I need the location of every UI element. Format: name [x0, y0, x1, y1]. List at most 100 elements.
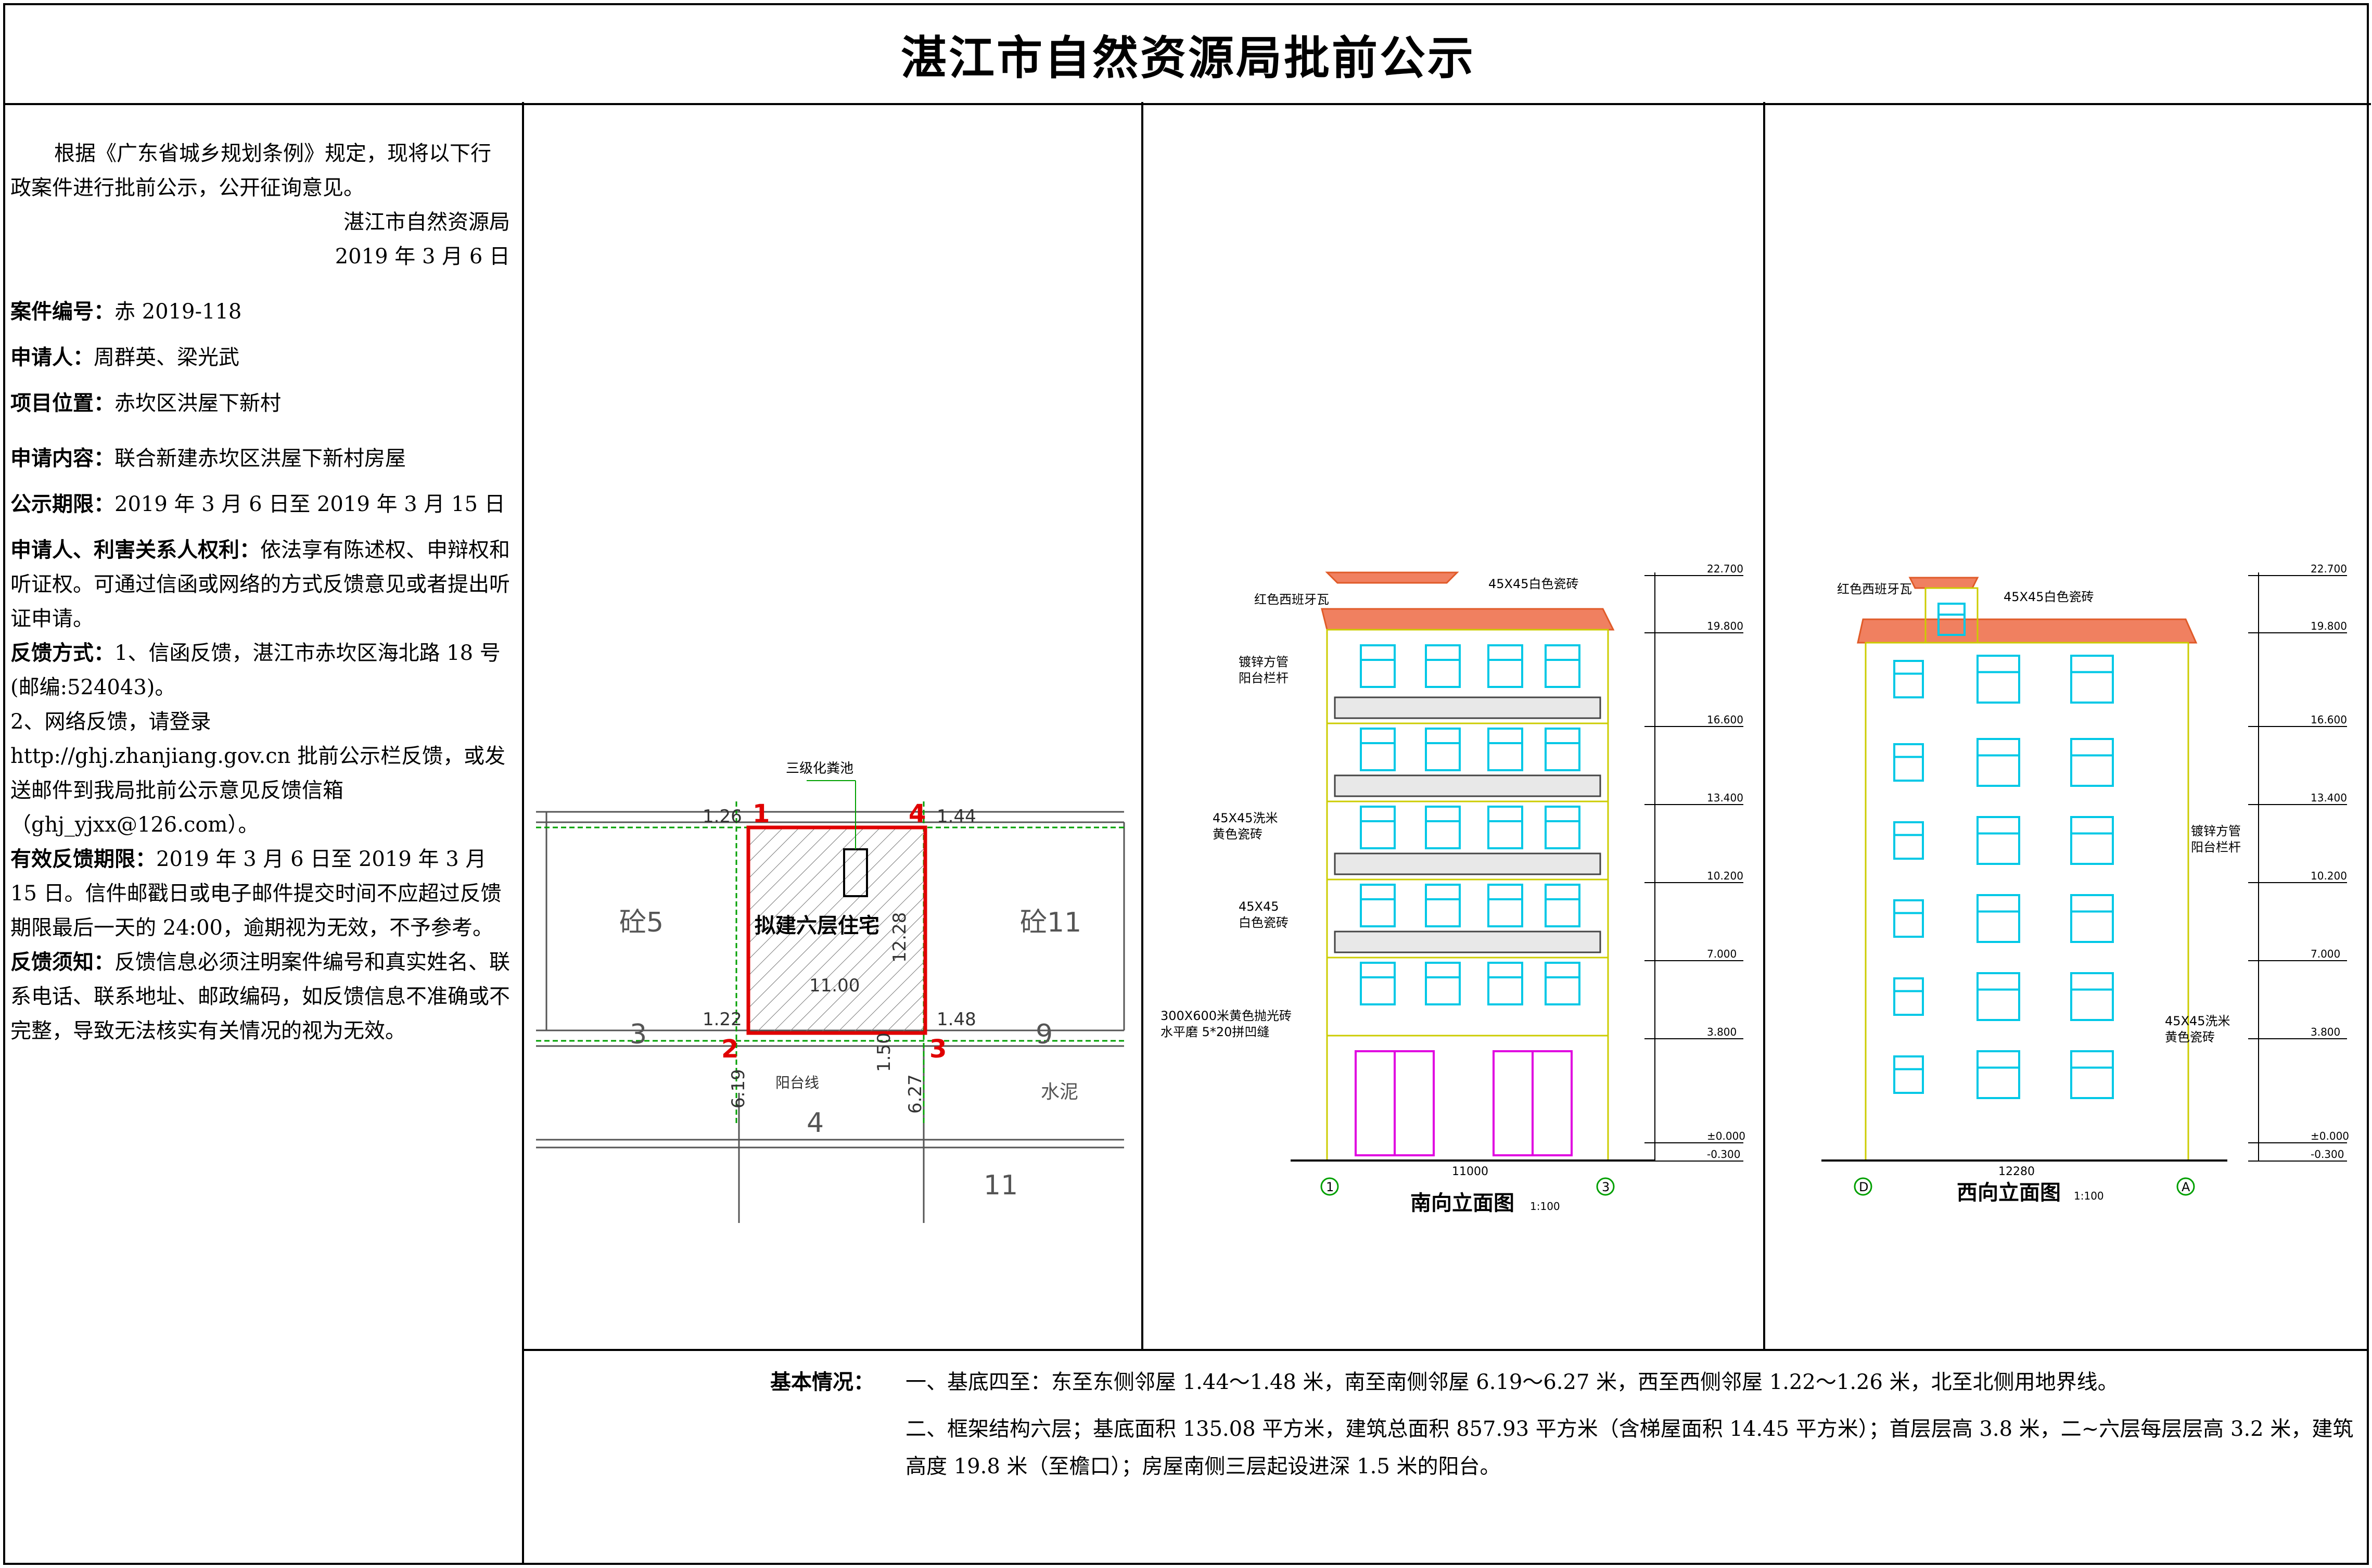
- basic-line-1: 一、基底四至：东至东侧邻屋 1.44～1.48 米，南至南侧邻屋 6.19～6.…: [906, 1370, 2119, 1394]
- west-window: [1893, 899, 1924, 938]
- south-window: [1425, 962, 1461, 1005]
- level-marker: 3.800: [2311, 1026, 2340, 1038]
- level-marker: -0.300: [1707, 1148, 1740, 1161]
- basic-line-2: 二、框架结构六层；基底面积 135.08 平方米，建筑总面积 857.93 平方…: [906, 1417, 2354, 1478]
- intro-text: 根据《广东省城乡规划条例》规定，现将以下行政案件进行批前公示，公开征询意见。: [10, 142, 491, 200]
- dim-bottom-left: 1.22: [703, 1009, 742, 1030]
- west-window: [2070, 1050, 2114, 1099]
- south-window: [1487, 644, 1523, 688]
- west-window: [1937, 603, 1966, 636]
- west-window: [1893, 977, 1924, 1016]
- level-marker: 16.600: [2311, 713, 2347, 726]
- south-label-yellow: 45X45洗米黄色瓷砖: [1213, 811, 1278, 842]
- dim-south-left: 6.19: [728, 1069, 749, 1108]
- level-marker: 13.400: [2311, 792, 2347, 804]
- applicant: 申请人：周群英、梁光武: [10, 345, 239, 369]
- west-label-yellow: 45X45洗米黄色瓷砖: [2165, 1014, 2230, 1044]
- west-axis-right: A: [2182, 1180, 2190, 1194]
- south-window: [1360, 962, 1396, 1005]
- south-label-tile-red: 红色西班牙瓦: [1254, 592, 1329, 607]
- feedback-2: 2、网络反馈，请登录: [10, 710, 211, 734]
- south-window: [1545, 806, 1580, 849]
- level-marker: ±0.000: [2311, 1130, 2349, 1142]
- south-window: [1425, 728, 1461, 771]
- notice-frame: 湛江市自然资源局批前公示: [3, 3, 2371, 1565]
- south-axis-right: 3: [1602, 1180, 1610, 1194]
- south-axis-left: 1: [1326, 1180, 1334, 1194]
- notice-text: 根据《广东省城乡规划条例》规定，现将以下行政案件进行批前公示，公开征询意见。 湛…: [10, 136, 510, 1048]
- south-window: [1545, 884, 1580, 927]
- west-window: [1976, 655, 2020, 704]
- level-marker: 10.200: [1707, 870, 1743, 882]
- location: 项目位置：赤坎区洪屋下新村: [10, 391, 281, 415]
- south-window: [1545, 962, 1580, 1005]
- case-number: 案件编号：赤 2019-118: [10, 299, 242, 324]
- west-window: [1976, 816, 2020, 865]
- divider-left: [522, 102, 524, 1565]
- west-window: [2070, 655, 2114, 704]
- south-window: [1487, 962, 1523, 1005]
- plot-4: 4: [807, 1107, 824, 1139]
- divider-bottom: [522, 1349, 2367, 1351]
- building-label: 拟建六层住宅: [755, 914, 879, 938]
- west-window: [2070, 816, 2114, 865]
- west-elevation: 12280 D A 西向立面图 1:100 红色西班牙瓦 45X45白色瓷砖 镀…: [1821, 563, 2349, 1205]
- west-window: [2070, 972, 2114, 1021]
- west-scale: 1:100: [2074, 1190, 2104, 1202]
- content: 申请内容：联合新建赤坎区洪屋下新村房屋: [10, 446, 406, 470]
- south-elevation: 11000 1 3 南向立面图 1:100 红色西班牙瓦 45X45白色瓷砖 镀…: [1161, 563, 1745, 1215]
- corner-2: 2: [721, 1035, 738, 1064]
- basic-label: 基本情况：: [770, 1370, 874, 1394]
- west-label-tile-red: 红色西班牙瓦: [1837, 582, 1912, 596]
- west-window: [1976, 738, 2020, 787]
- west-window: [1893, 660, 1924, 698]
- west-window: [1893, 1055, 1924, 1094]
- balcony-label: 阳台线: [775, 1074, 819, 1091]
- deadline: 有效反馈期限：2019 年 3 月 6 日至 2019 年 3 月 15 日。信…: [10, 847, 502, 940]
- divider-right: [1763, 102, 1765, 1350]
- dim-balcony: 1.50: [874, 1032, 895, 1072]
- feedback-url: http://ghj.zhanjiang.gov.cn 批前公示栏反馈，或发送邮…: [10, 744, 506, 837]
- corner-4: 4: [909, 799, 926, 828]
- south-window: [1425, 806, 1461, 849]
- corner-3: 3: [929, 1035, 947, 1064]
- cement-label: 水泥: [1041, 1081, 1078, 1103]
- west-axis-left: D: [1859, 1180, 1868, 1194]
- west-window: [1976, 1050, 2020, 1099]
- west-window: [1976, 972, 2020, 1021]
- south-width-dim: 11000: [1452, 1165, 1488, 1178]
- level-marker: -0.300: [2311, 1148, 2344, 1161]
- west-title: 西向立面图: [1957, 1181, 2061, 1205]
- level-marker: 19.800: [1707, 620, 1743, 632]
- south-window: [1360, 806, 1396, 849]
- level-marker: 7.000: [1707, 948, 1737, 960]
- level-marker: 22.700: [2311, 563, 2347, 575]
- west-window: [1893, 821, 1924, 860]
- level-marker: 22.700: [1707, 563, 1743, 575]
- dim-bottom-right: 1.48: [937, 1009, 976, 1030]
- septic-label: 三级化粪池: [786, 761, 853, 776]
- south-scale: 1:100: [1530, 1200, 1560, 1213]
- south-label-railing: 镀锌方管阳台栏杆: [1239, 655, 1289, 685]
- level-marker: 10.200: [2311, 870, 2347, 882]
- south-window: [1425, 884, 1461, 927]
- site-plan: 三级化粪池 拟建六层住宅 11.00 12.28 1 4 2 3 1.26 1.…: [536, 761, 1125, 1223]
- south-window: [1360, 884, 1396, 927]
- divider-mid: [1141, 102, 1143, 1350]
- dim-top-left: 1.26: [703, 806, 742, 827]
- level-marker: 13.400: [1707, 792, 1743, 804]
- period: 公示期限：2019 年 3 月 6 日至 2019 年 3 月 15 日: [10, 492, 505, 516]
- page-title: 湛江市自然资源局批前公示: [5, 5, 2371, 105]
- south-label-tile-45: 45X45白色瓷砖: [1488, 577, 1579, 591]
- level-marker: ±0.000: [1707, 1130, 1745, 1142]
- west-window: [1976, 894, 2020, 943]
- dim-depth: 12.28: [889, 912, 910, 963]
- dim-south-right: 6.27: [905, 1074, 926, 1114]
- west-window: [2070, 894, 2114, 943]
- notice: 反馈须知：反馈信息必须注明案件编号和真实姓名、联系电话、联系地址、邮政编码，如反…: [10, 950, 510, 1043]
- west-width-dim: 12280: [1998, 1165, 2035, 1178]
- plot-11: 11: [984, 1170, 1018, 1201]
- feedback-1: 反馈方式：1、信函反馈，湛江市赤坎区海北路 18 号(邮编:524043)。: [10, 641, 501, 699]
- south-window: [1487, 806, 1523, 849]
